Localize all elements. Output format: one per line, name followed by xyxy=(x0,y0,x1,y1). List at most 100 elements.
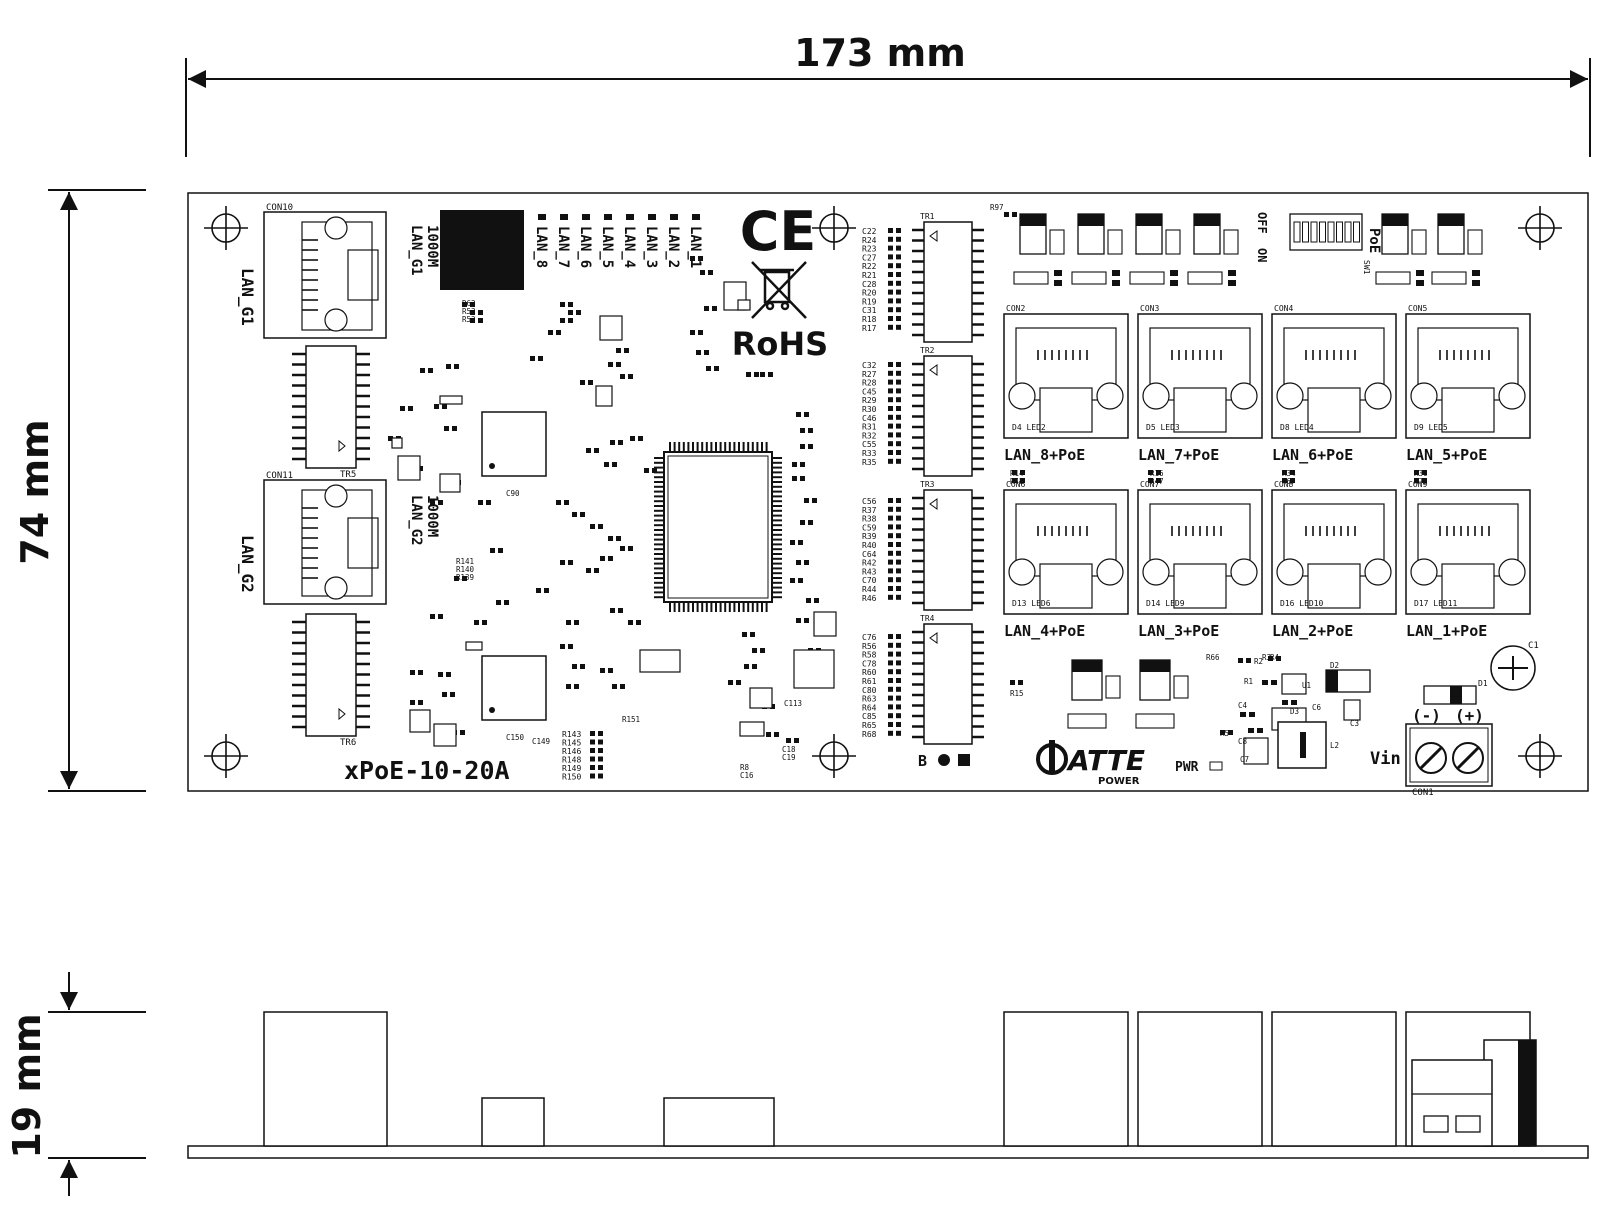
port-led-label: D9 LED5 xyxy=(1414,423,1448,432)
port-con-label: CON3 xyxy=(1140,304,1159,313)
component-label: C70 xyxy=(862,576,877,585)
side-terminal-slot-2 xyxy=(1455,1115,1481,1133)
con11-label: CON11 xyxy=(266,471,293,481)
port-led-label: D5 LED3 xyxy=(1146,423,1180,432)
component-label: R17 xyxy=(862,324,877,333)
led-label: LAN_2 xyxy=(665,226,681,268)
side-terminal xyxy=(1411,1059,1493,1147)
d1-label: D1 xyxy=(1478,679,1488,688)
component-label: C19 xyxy=(782,753,796,762)
component-label: R34 xyxy=(1282,469,1296,478)
component-label: R68 xyxy=(862,730,877,739)
side-rj45-1 xyxy=(1003,1011,1129,1147)
height-dimension: 74 mm xyxy=(13,189,146,792)
component-label: R145 xyxy=(562,739,581,748)
transformer-label: TR1 xyxy=(920,212,935,221)
component-label: C7 xyxy=(1240,755,1249,764)
gigabit-port-g1: CON10 LAN_G1 xyxy=(238,203,387,339)
port-led-label: D4 LED2 xyxy=(1012,423,1046,432)
component-label: R65 xyxy=(862,721,877,730)
component-label: C150 xyxy=(506,733,525,742)
component-label: R149 xyxy=(562,764,581,773)
component-label: D3 xyxy=(1290,707,1299,716)
weee-bin-icon xyxy=(751,261,807,319)
component-label: R39 xyxy=(862,532,877,541)
component-label: C46 xyxy=(862,414,877,423)
component-label: R52 xyxy=(462,315,476,324)
component-label: R58 xyxy=(862,651,877,660)
component-label: R61 xyxy=(862,677,877,686)
g2-speed-port-label: LAN_G2 xyxy=(408,495,424,546)
transformer-label: TR3 xyxy=(920,480,935,489)
side-chip-1 xyxy=(481,1097,545,1147)
component-label: R14 xyxy=(1010,469,1024,478)
side-pcb xyxy=(187,1145,1589,1159)
component-label: C16 xyxy=(740,771,754,780)
port-label: LAN_3+PoE xyxy=(1138,622,1219,640)
component-label: C32 xyxy=(862,361,877,370)
component-label: R143 xyxy=(562,730,581,739)
led-label: LAN_8 xyxy=(533,226,549,268)
component-label: C4 xyxy=(1238,701,1248,710)
component-label: R35 xyxy=(862,458,877,467)
model-label: xPoE-10-20A xyxy=(344,756,510,785)
led-label: LAN_7 xyxy=(555,226,571,268)
off-label: OFF xyxy=(1255,212,1269,234)
port-led-label: D14 LED9 xyxy=(1146,599,1185,608)
component-label: R47 xyxy=(1150,477,1164,486)
component-label: R21 xyxy=(862,271,877,280)
component-label: C18 xyxy=(782,745,796,754)
component-label: R141 xyxy=(456,557,474,566)
component-label: R23 xyxy=(862,245,877,254)
component-label: C85 xyxy=(862,712,877,721)
regulators-bottom xyxy=(1067,659,1189,729)
component-label: R97 xyxy=(990,203,1004,212)
side-rj45-g1 xyxy=(263,1011,388,1147)
side-chip-2 xyxy=(663,1097,775,1147)
b-label: B xyxy=(918,752,927,770)
component-label: C27 xyxy=(862,253,877,262)
depth-dimension: 19 mm xyxy=(5,972,146,1196)
component-label: R36 xyxy=(1414,469,1428,478)
led-label: LAN_4 xyxy=(621,226,637,268)
component-label: R3 xyxy=(1262,653,1271,662)
power-section xyxy=(1240,669,1371,769)
component-label: R66 xyxy=(1206,653,1220,662)
component-label: C113 xyxy=(784,699,802,708)
g1-speed-port-label: LAN_G1 xyxy=(408,225,424,276)
component-label: R19 xyxy=(862,297,877,306)
component-label: R53 xyxy=(462,307,476,316)
pwr-label: PWR xyxy=(1175,760,1199,775)
rohs-mark: RoHS xyxy=(732,325,828,363)
component-label: R62 xyxy=(462,299,476,308)
component-label: R67 xyxy=(1282,477,1296,486)
component-label: R8 xyxy=(740,763,750,772)
component-label: R150 xyxy=(562,773,581,782)
component-label: C8 xyxy=(1238,737,1248,746)
con1-label: CON1 xyxy=(1412,788,1434,798)
con10-label: CON10 xyxy=(266,203,293,213)
poe-label: PoE xyxy=(1366,228,1382,253)
component-label: R60 xyxy=(862,668,877,677)
brand-sub-label: POWER xyxy=(1098,776,1140,787)
component-label: R43 xyxy=(862,567,877,576)
g1-speed-label: 1000M xyxy=(424,225,440,267)
c1-label: C1 xyxy=(1528,641,1539,651)
component-label: R5 xyxy=(1220,729,1229,738)
side-rj45-2 xyxy=(1137,1011,1263,1147)
port-con-label: CON6 xyxy=(1006,480,1025,489)
component-label: C76 xyxy=(862,633,877,642)
transformer-tr6 xyxy=(292,613,370,737)
component-label: D2 xyxy=(1330,661,1339,670)
port-label: LAN_6+PoE xyxy=(1272,446,1353,464)
side-capacitor-band xyxy=(1518,1040,1536,1146)
led-label: LAN_3 xyxy=(643,226,659,268)
regulator-row xyxy=(1013,213,1483,286)
